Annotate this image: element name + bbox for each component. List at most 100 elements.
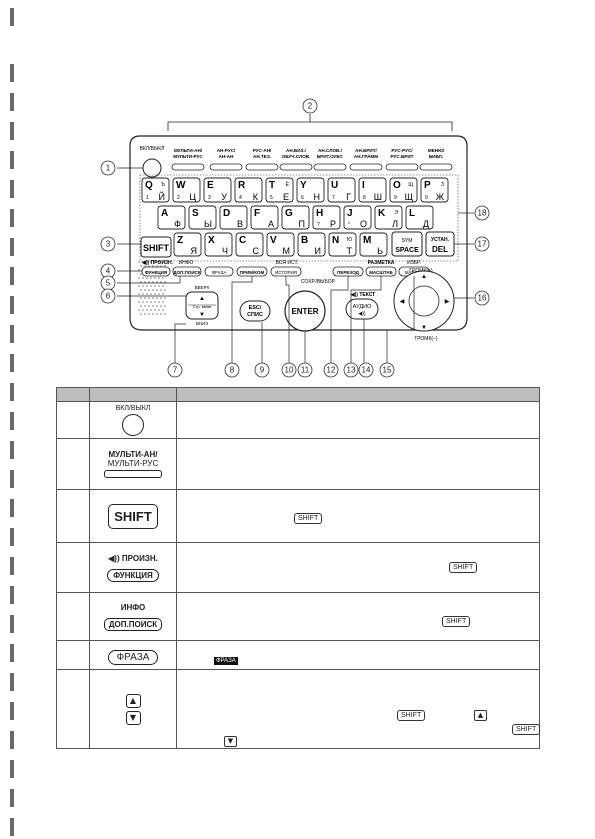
- latin-letter: R: [238, 180, 246, 191]
- cyrillic-letter: И: [315, 246, 321, 256]
- svg-text:Стр. вв/вв: Стр. вв/вв: [193, 304, 212, 309]
- letter-key-j[interactable]: J*О: [343, 205, 372, 230]
- svg-text:5: 5: [106, 279, 111, 288]
- dict-button-an_biz[interactable]: АН.БИЗ./ОБУЧ.СЛОВ.: [279, 148, 313, 171]
- margin-bar: [10, 8, 14, 26]
- latin-letter: F: [254, 208, 260, 219]
- sym-space-key[interactable]: SYM SPACE: [391, 231, 423, 257]
- dict-button-an_rus[interactable]: АН-РУС/АН-АН: [209, 148, 243, 171]
- digit-label: 1: [146, 195, 149, 201]
- svg-text:МАСШТАБ: МАСШТАБ: [369, 270, 393, 275]
- dict-button-label: БРИТ.ОУБТ.: [317, 154, 343, 159]
- margin-bar: [10, 354, 14, 372]
- margin-bar: [10, 615, 14, 633]
- letter-key-f[interactable]: FА: [250, 205, 279, 230]
- cyrillic-letter: Ж: [436, 192, 445, 202]
- dict-button-an_brit[interactable]: АН.БРИТ/АН.ГРАММ: [349, 148, 383, 171]
- letter-key-g[interactable]: GП: [281, 205, 310, 230]
- svg-text:ДОП.ПОИСК: ДОП.ПОИСК: [173, 270, 200, 275]
- extra-letter: Ю: [347, 237, 352, 243]
- svg-text:ВСЯ ИСТ.: ВСЯ ИСТ.: [276, 260, 299, 266]
- dict-button-rus_rus[interactable]: РУС-РУС/РУС.БРИТ: [385, 148, 419, 171]
- svg-text:ПЕРЕХОД: ПЕРЕХОД: [337, 270, 360, 275]
- letter-key-a[interactable]: AФ: [157, 205, 186, 230]
- extra-letter: Э: [394, 210, 398, 216]
- cyrillic-letter: Р: [330, 219, 336, 229]
- audio-key[interactable]: ◀)) ТЕКСТ АУДИО ◀)): [345, 292, 379, 320]
- inline-fraza-icon: ФРАЗА: [214, 657, 238, 665]
- svg-text:ИЗБР.: ИЗБР.: [407, 260, 421, 266]
- direction-pad[interactable]: ГРОМК(+) ▲ ▼ ◀ ▶ ГРОМК(–): [393, 268, 455, 342]
- cyrillic-letter: Ц: [189, 192, 196, 202]
- table-up-key: ▲: [125, 693, 141, 708]
- letter-key-m[interactable]: MЬ: [359, 232, 388, 257]
- letter-key-d[interactable]: DВ: [219, 205, 248, 230]
- table-row: SHIFT SHIFT: [56, 489, 540, 543]
- esc-key[interactable]: ESC/ СПИС: [239, 300, 271, 322]
- enter-key[interactable]: ENTER: [284, 290, 326, 332]
- latin-letter: G: [285, 208, 293, 219]
- callout-12: 12: [323, 362, 339, 378]
- table-row: ▲ ▼ SHIFT ▲ SHIFT ▼: [56, 669, 541, 749]
- digit-label: 6: [301, 195, 304, 201]
- table-row: ◀)) ПРОИЗН. ФУНКЦИЯ SHIFT: [56, 542, 540, 593]
- latin-letter: Z: [177, 235, 183, 246]
- cyrillic-letter: Е: [283, 192, 289, 202]
- del-key[interactable]: УСТАН. DEL: [425, 231, 455, 257]
- letter-key-b[interactable]: BИ: [297, 232, 326, 257]
- shift-key[interactable]: SHIFT: [140, 236, 172, 258]
- cyrillic-letter: Т: [347, 246, 353, 256]
- dop-poisk-key[interactable]: [172, 266, 202, 277]
- inline-shift-icon: SHIFT: [449, 562, 478, 573]
- leader-lines: [117, 167, 474, 370]
- letter-key-s[interactable]: SЫ: [188, 205, 217, 230]
- letter-key-n[interactable]: N ЮТ: [328, 232, 357, 257]
- cyrillic-letter: Ш: [374, 192, 382, 202]
- funktsiya-key[interactable]: [141, 266, 171, 277]
- letter-key-z[interactable]: ZЯ: [173, 232, 202, 257]
- svg-text:ФРАЗА: ФРАЗА: [212, 270, 227, 275]
- letter-key-y[interactable]: Y 6 Н: [296, 177, 325, 203]
- fraza-key[interactable]: [204, 266, 234, 277]
- dict-button-an_slov[interactable]: АН.СЛОВ./БРИТ.ОУБТ.: [313, 148, 347, 171]
- inline-shift-icon: SHIFT: [442, 616, 471, 627]
- letter-key-v[interactable]: VМ: [266, 232, 295, 257]
- cyrillic-letter: А: [268, 219, 274, 229]
- latin-letter: M: [363, 235, 371, 246]
- dict-button-rus_an[interactable]: РУС-АН/АН.ТЕЗ.: [245, 148, 279, 171]
- page-scroll-key[interactable]: ВВЕРХ ▲ Стр. вв/вв ▼ ВНИЗ: [185, 285, 219, 326]
- dict-button-multi[interactable]: МУЛЬТИ-АН/МУЛЬТИ-РУС: [171, 148, 205, 171]
- svg-text:6: 6: [106, 292, 111, 301]
- power-button[interactable]: [142, 158, 162, 178]
- latin-letter: B: [301, 235, 308, 246]
- digit-label: 9: [394, 195, 397, 201]
- letter-key-h[interactable]: H?Р: [312, 205, 341, 230]
- dict-button-menu[interactable]: МЕНЮ/БИБЛ.: [419, 148, 453, 171]
- letter-key-x[interactable]: XЧ: [204, 232, 233, 257]
- svg-text:СПИС: СПИС: [247, 312, 263, 318]
- digit-label: 7: [332, 195, 335, 201]
- keyboard-diagram: ВКЛ/ВЫКЛ МУЛЬТИ-АН/МУЛЬТИ-РУСАН-РУС/АН-А…: [100, 98, 490, 378]
- svg-text:ESC/: ESC/: [249, 305, 262, 311]
- latin-letter: N: [332, 235, 339, 246]
- cyrillic-letter: Н: [314, 192, 321, 202]
- margin-bar: [10, 180, 14, 198]
- letter-key-c[interactable]: CС: [235, 232, 264, 257]
- latin-letter: L: [409, 208, 415, 219]
- margin-bar: [10, 93, 14, 111]
- letter-key-l[interactable]: LД: [405, 205, 434, 230]
- svg-text:4: 4: [106, 267, 111, 276]
- margin-bar: [10, 441, 14, 459]
- margin-bar: [10, 412, 14, 430]
- latin-letter: Y: [300, 180, 307, 191]
